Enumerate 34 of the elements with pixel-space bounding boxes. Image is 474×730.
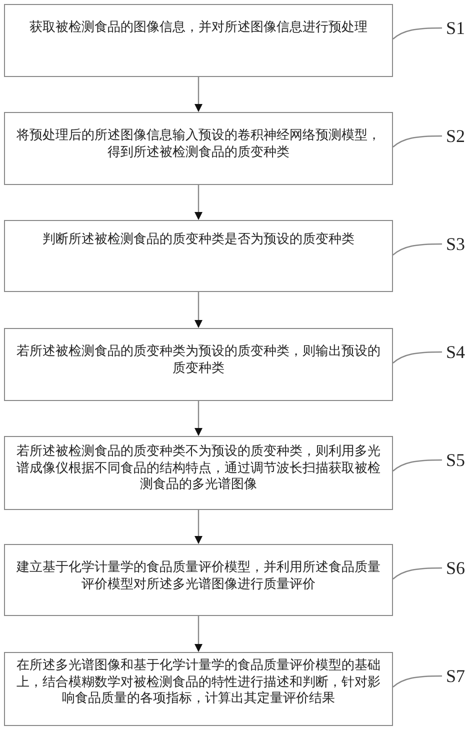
process-box: [4, 112, 393, 185]
step-text: 判断所述被检测食品的质变种类是否为预设的质变种类: [42, 231, 354, 248]
leader-line: [392, 675, 442, 688]
leader-line: [392, 243, 442, 256]
step-text: 若所述被检测食品的质变种类为预设的质变种类，则输出预设的质变种类: [16, 343, 382, 376]
process-box: [4, 544, 393, 616]
step-label: S2: [446, 126, 466, 146]
step-text: 获取被检测食品的图像信息，并对所述图像信息进行预处理: [30, 19, 368, 36]
arrow: [194, 77, 202, 112]
step-text: 将预处理后的所述图像信息输入预设的卷积神经网络预测模型，得到所述被检测食品的质变种类: [16, 127, 382, 160]
leader-line: [392, 567, 442, 580]
leader-line: [392, 459, 442, 472]
step-text: 若所述被检测食品的质变种类不为预设的质变种类，则利用多光谱成像仪根据不同食品的结构特点，通过调节波长扫描获取被检测食品的多光谱图像: [16, 443, 382, 492]
leader-line: [392, 351, 442, 364]
process-box: [4, 220, 393, 292]
step-label: S1: [446, 18, 466, 38]
process-box: [4, 4, 393, 77]
arrow: [194, 292, 202, 328]
arrow: [194, 510, 202, 544]
step-label: S6: [446, 558, 466, 578]
leader-line: [392, 27, 442, 40]
step-label: S4: [446, 342, 466, 362]
step-label: S5: [446, 450, 466, 470]
arrow: [194, 401, 202, 436]
step-label: S3: [446, 234, 466, 254]
step-label: S7: [446, 666, 466, 686]
arrow: [194, 185, 202, 220]
step-text: 在所述多光谱图像和基于化学计量学的食品质量评价模型的基础上，结合模糊数学对被检测食品的特性进行描述和判断，针对影响食品质量的各项指标，计算出其定量评价结果: [16, 657, 382, 706]
step-text: 建立基于化学计量学的食品质量评价模型，并利用所述食品质量评价模型对所述多光谱图像进行质量评价: [16, 559, 382, 592]
arrow: [194, 616, 202, 652]
process-box: [4, 652, 393, 726]
process-box: [4, 436, 393, 510]
process-box: [4, 328, 393, 401]
leader-line: [392, 135, 442, 148]
